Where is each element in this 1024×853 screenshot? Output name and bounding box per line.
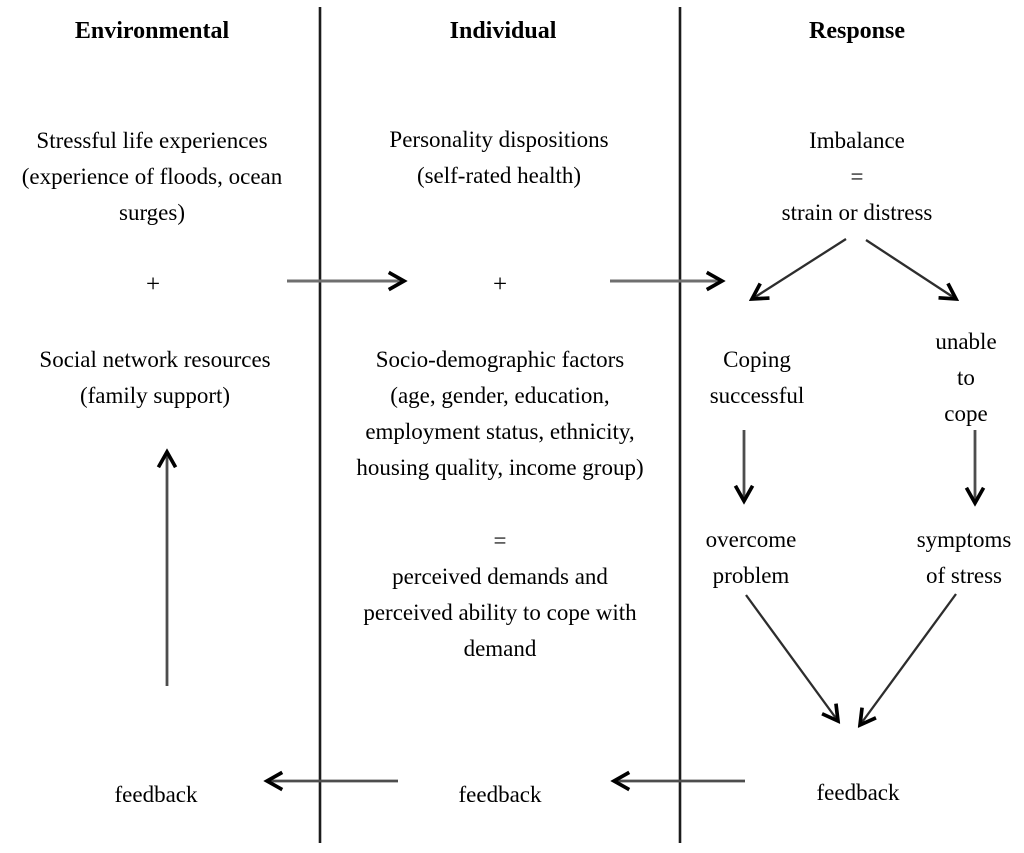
label-feedback-response: feedback: [816, 780, 900, 805]
column-header-individual: Individual: [449, 18, 557, 44]
arrow-strain-to-unable: [865, 239, 956, 299]
node-symptoms-of-stress: symptoms of stress: [916, 527, 1012, 588]
node-socio-demographic-factors: Socio-demographic factors (age, gender, …: [356, 347, 644, 480]
node-overcome-problem: overcome problem: [705, 527, 797, 588]
node-stressful-life-experiences: Stressful life experiences (experience o…: [21, 128, 283, 225]
column-header-response: Response: [808, 18, 906, 44]
label-feedback-environmental: feedback: [114, 782, 198, 807]
node-coping-successful: Coping successful: [709, 347, 805, 408]
node-social-network-resources: Social network resources (family support…: [39, 347, 271, 408]
arrow-symptoms-to-feedback: [860, 593, 957, 725]
column-header-environmental: Environmental: [74, 18, 230, 44]
arrow-overcome-to-feedback: [745, 594, 838, 721]
node-unable-to-cope: unable to cope: [935, 329, 997, 426]
arrow-strain-to-coping: [752, 238, 847, 299]
label-feedback-individual: feedback: [458, 782, 542, 807]
node-imbalance-strain: Imbalance = strain or distress: [781, 128, 933, 225]
plus-sign-environmental: +: [145, 271, 161, 298]
node-perceived-demands: = perceived demands and perceived abilit…: [363, 528, 637, 661]
plus-sign-individual: +: [492, 271, 508, 298]
node-personality-dispositions: Personality dispositions (self-rated hea…: [389, 127, 609, 188]
